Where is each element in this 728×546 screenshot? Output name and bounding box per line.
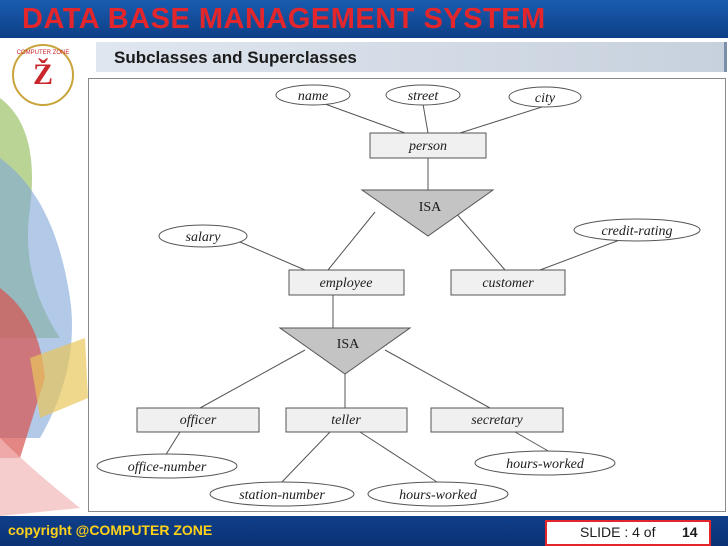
attr-street: street (408, 89, 440, 104)
header-bar (0, 0, 728, 38)
computer-zone-logo: COMPUTER ZONE Ž (12, 44, 74, 106)
entity-employee: employee (320, 276, 373, 291)
attr-hours-worked-teller: hours-worked (399, 488, 478, 503)
slide-counter-box (545, 520, 711, 546)
subtitle-bar (96, 42, 727, 72)
attr-name: name (298, 89, 328, 104)
slide-counter-label: SLIDE : 4 of (580, 524, 656, 540)
decorative-side-art (0, 38, 90, 516)
entity-teller: teller (331, 413, 361, 428)
entity-officer: officer (180, 413, 217, 428)
entity-person: person (408, 139, 447, 154)
attr-city: city (535, 91, 556, 106)
slide-total: 14 (682, 524, 698, 540)
attr-hours-worked-secretary: hours-worked (506, 457, 585, 472)
slide-title: DATA BASE MANAGEMENT SYSTEM (22, 3, 546, 35)
logo-letter: Ž (32, 58, 53, 91)
entity-secretary: secretary (471, 413, 523, 428)
attr-salary: salary (186, 230, 222, 245)
isa-upper: ISA (419, 200, 442, 215)
logo-ring-text: COMPUTER ZONE (16, 50, 70, 56)
attr-station-number: station-number (239, 488, 325, 503)
attr-credit-rating: credit-rating (601, 224, 672, 239)
attr-office-number: office-number (128, 460, 207, 475)
slide-subtitle: Subclasses and Superclasses (114, 48, 357, 67)
er-diagram: name street city salary credit-rating of… (96, 84, 701, 507)
entity-customer: customer (482, 276, 534, 291)
isa-lower: ISA (337, 337, 360, 352)
copyright-text: copyright @COMPUTER ZONE (8, 522, 213, 538)
